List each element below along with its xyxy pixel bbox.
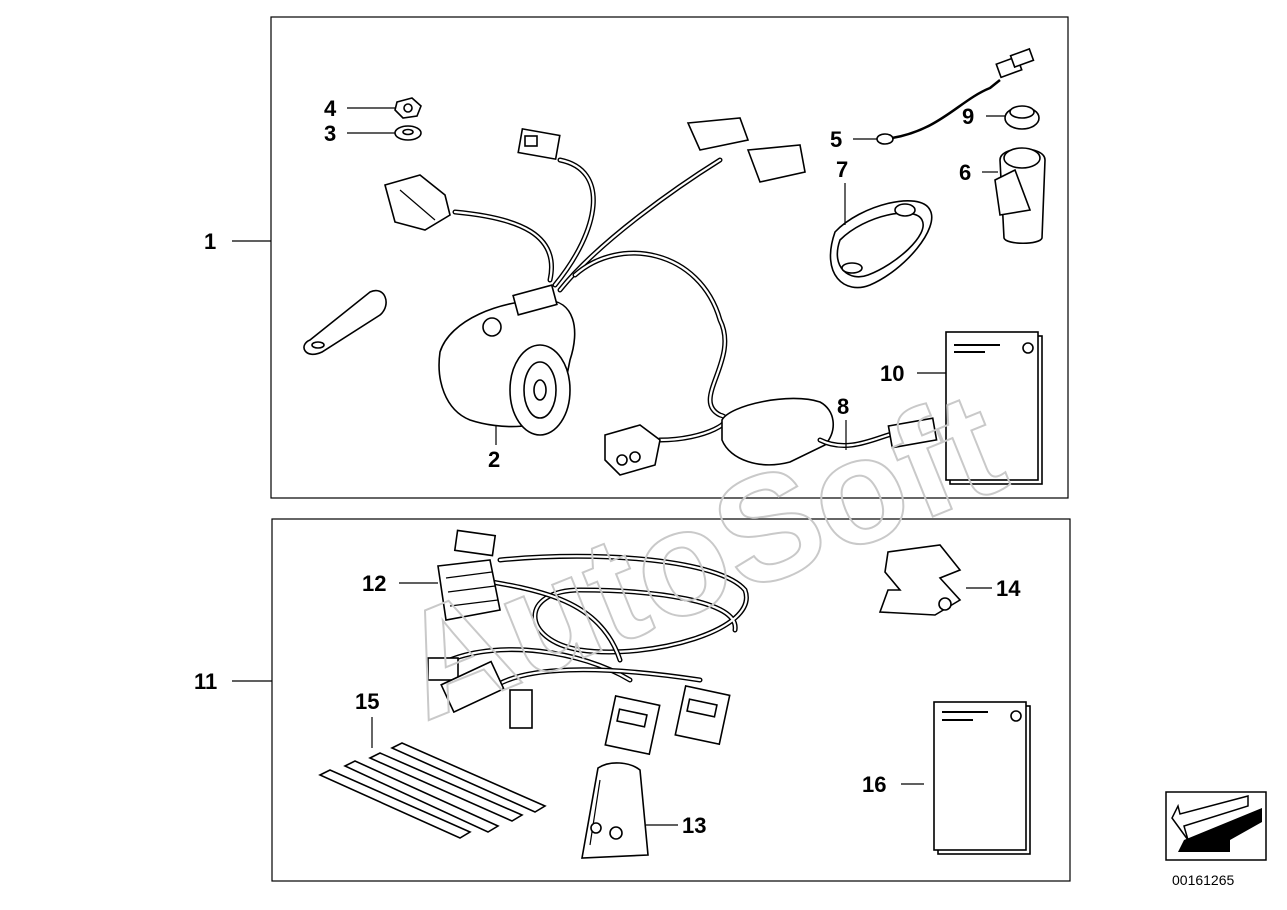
small-plug-part-left [427,657,459,681]
double-connector-top [686,117,806,183]
callout-4: 4 [324,96,337,121]
callout-14: 14 [996,576,1021,601]
callout-3: 3 [324,121,336,146]
manual-booklet-lower [933,701,1031,855]
manual-booklet-upper [945,331,1043,485]
multi-pin-connector-part [437,559,501,621]
callout-12: 12 [362,571,386,596]
callout-1: 1 [204,229,216,254]
document-number: 00161265 [1172,872,1235,888]
upper-group-frame [270,16,1069,499]
control-module-part [721,397,938,466]
large-connector-left [384,174,451,231]
callout-9: 9 [962,104,974,129]
inline-plug-part [509,689,533,729]
sensor-part [876,47,1035,145]
plug-housing-part-b [674,685,731,746]
plug-housing-part-a [604,695,661,756]
callout-6: 6 [959,160,971,185]
siren-part [438,284,576,436]
retaining-clip-part [878,544,962,616]
callout-13: 13 [682,813,706,838]
remote-control-part [829,200,933,289]
small-plug-part-top [453,529,497,557]
callout-2: 2 [488,447,500,472]
lower-group-frame [271,518,1071,882]
callout-5: 5 [830,127,842,152]
connecting-harness-wires [447,553,749,693]
mounting-bracket-part [581,762,649,859]
alarm-harness-wires [452,157,729,443]
callout-15: 15 [355,689,379,714]
plug-connector-lower [604,424,661,476]
lock-cylinder-part [994,147,1046,245]
callout-8: 8 [837,394,849,419]
key-tag-part [303,289,387,356]
callout-10: 10 [880,361,904,386]
grommet-part [1004,105,1040,130]
cable-ties-part [318,742,547,839]
callout-16: 16 [862,772,886,797]
callout-11: 11 [194,669,217,694]
small-connector-top [517,127,561,161]
callout-7: 7 [836,157,848,182]
arrow-icon[interactable] [1165,791,1267,861]
nut-part [394,97,422,119]
washer-part [394,125,422,141]
plug-part-middle [440,660,505,714]
